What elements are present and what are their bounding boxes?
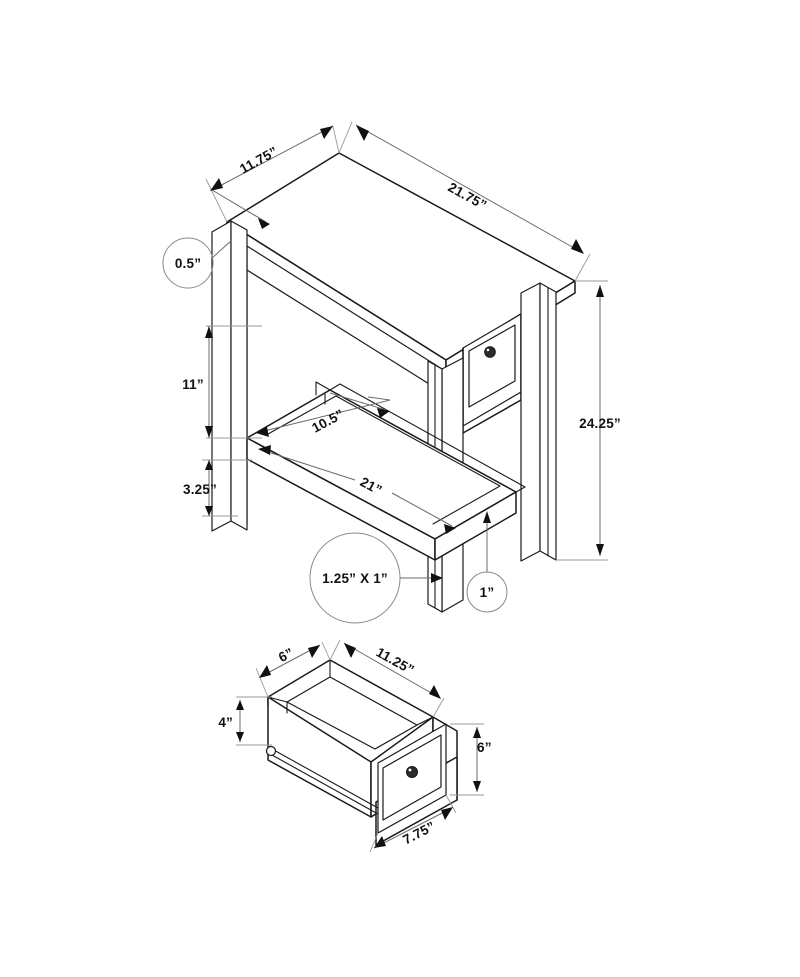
dim-label-drawer-height: 4” bbox=[218, 715, 233, 730]
drawer-assembly bbox=[265, 659, 458, 846]
dim-drawer-front-height: 6” bbox=[450, 723, 492, 796]
dim-total-height: 24.25” bbox=[556, 280, 621, 561]
shelf-stretcher bbox=[315, 381, 331, 405]
leg-front-left bbox=[211, 220, 248, 532]
dim-label-shelf-thickness: 1” bbox=[480, 585, 495, 600]
dim-label-top-thickness: 0.5” bbox=[175, 256, 201, 271]
shelf-back-rail bbox=[329, 383, 526, 493]
drawer-slide-rail bbox=[265, 745, 379, 815]
drawer-front-panel bbox=[462, 313, 522, 427]
dim-clearance-height: 11” bbox=[182, 325, 262, 439]
dim-label-front-height: 6” bbox=[477, 740, 492, 755]
drawer-front bbox=[377, 723, 447, 834]
dim-leg-bottom: 3.25” bbox=[183, 459, 252, 517]
dim-shelf-width: 21” bbox=[258, 445, 456, 534]
dim-label-leg-section: 1.25” X 1” bbox=[322, 571, 388, 586]
dim-drawer-height: 4” bbox=[218, 696, 272, 746]
dim-label-clearance: 11” bbox=[182, 377, 204, 392]
table-dimensions: 11.75” 21.75” 0.5” 1 bbox=[162, 121, 621, 624]
dim-label-total-height: 24.25” bbox=[579, 416, 621, 431]
dim-label-drawer-depth: 6” bbox=[276, 645, 296, 665]
dim-drawer-depth: 6” bbox=[255, 641, 331, 698]
table-assembly bbox=[211, 152, 576, 613]
dim-shelf-thickness: 1” bbox=[466, 511, 508, 613]
leg-back-right bbox=[520, 282, 557, 562]
dim-label-leg-bottom: 3.25” bbox=[183, 482, 217, 497]
drawer-knob-icon bbox=[484, 346, 496, 358]
dim-label-top-depth: 11.75” bbox=[237, 144, 280, 177]
drawer-detail-knob-icon bbox=[405, 766, 418, 779]
dim-top-thickness: 0.5” bbox=[162, 237, 233, 289]
dim-label-top-width: 21.75” bbox=[446, 180, 490, 213]
dim-top-surface-pointer bbox=[211, 189, 270, 229]
dim-leg-section: 1.25” X 1” bbox=[309, 532, 443, 624]
lower-shelf bbox=[246, 389, 517, 561]
